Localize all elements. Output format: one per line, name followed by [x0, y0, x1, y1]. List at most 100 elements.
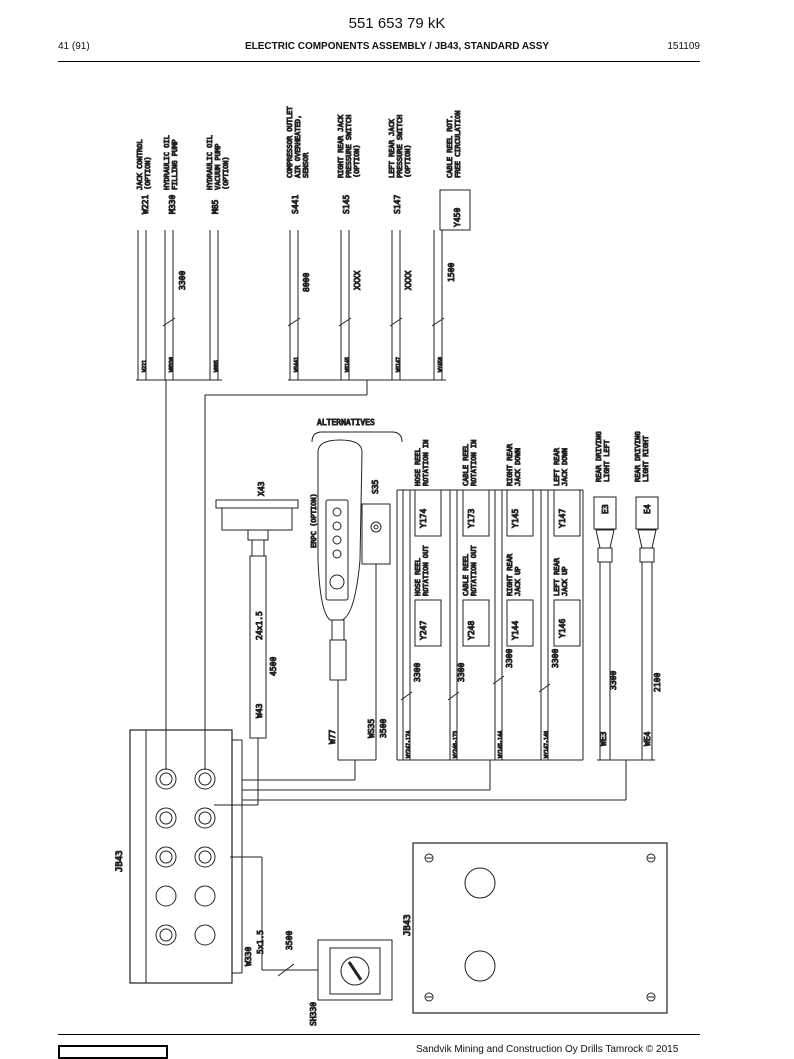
- cable-marker: WS147: [396, 357, 402, 372]
- valve-desc: CABLE REEL: [462, 554, 470, 596]
- light-desc: REAR DRIVING: [634, 431, 642, 482]
- valve-desc: ROTATION IN: [422, 440, 430, 486]
- cable-marker: WY247-174: [406, 731, 412, 758]
- valve-desc: CABLE REEL: [462, 444, 470, 486]
- cable-length: 2100: [653, 673, 662, 692]
- cable-marker: WY147-146: [544, 731, 550, 758]
- valve-label: Y173: [467, 509, 476, 528]
- device-desc: VACUUM PUMP: [214, 144, 222, 190]
- button-label: S35: [371, 479, 380, 494]
- cable-length: 3300: [178, 271, 187, 290]
- device-desc: SENSOR: [302, 152, 310, 178]
- device-desc: (OPTION): [144, 156, 152, 190]
- cable-label: W330: [244, 947, 253, 966]
- alternatives-label: ALTERNATIVES: [317, 418, 375, 427]
- cable-marker: WS441: [294, 357, 300, 372]
- valve-desc: LEFT REAR: [553, 447, 561, 486]
- device-label: Y450: [453, 208, 462, 227]
- device-desc: (OPTION): [404, 144, 412, 178]
- light-desc: LIGHT LEFT: [603, 439, 611, 482]
- valve-group-2: Y173 CABLE REEL ROTATION IN Y248 CABLE R…: [447, 439, 490, 760]
- copyright: Sandvik Mining and Construction Oy Drill…: [416, 1044, 679, 1055]
- cable-marker: WY248-173: [453, 731, 459, 758]
- cable-marker: WM330: [169, 357, 175, 372]
- top-device-m85: M85 HYDRAULIC OIL VACUUM PUMP (OPTION) W…: [206, 135, 231, 380]
- jb43-cover: JB43: [403, 842, 668, 1014]
- device-desc: CABLE REEL ROT.: [446, 115, 454, 178]
- page-title: ELECTRIC COMPONENTS ASSEMBLY / JB43, STA…: [244, 41, 550, 52]
- cable-length: 3300: [413, 663, 422, 682]
- device-desc: LEFT REAR JACK: [388, 118, 396, 178]
- cable-length: 8000: [302, 273, 311, 292]
- valve-desc: LEFT REAR: [553, 557, 561, 596]
- cable-length: XXXX: [353, 271, 362, 290]
- light-desc: REAR DRIVING: [595, 431, 603, 482]
- cable-label: M85: [211, 199, 220, 214]
- date-code: 151109: [667, 41, 700, 52]
- cable-marker: W221: [142, 360, 148, 372]
- cable-marker: WM85: [214, 360, 220, 372]
- valve-desc: ROTATION OUT: [470, 545, 478, 596]
- cable-label: W43: [255, 703, 264, 718]
- top-device-w221: W221 JACK CONTROL (OPTION) W221: [136, 139, 153, 380]
- valve-desc: JACK UP: [514, 566, 522, 596]
- cable-label: WE4: [643, 731, 652, 746]
- document-number: 551 653 79 kK: [348, 15, 446, 32]
- cable-length: 3300: [457, 663, 466, 682]
- header-rule: [58, 61, 700, 62]
- light-desc: LIGHT RIGHT: [642, 435, 650, 482]
- device-desc: HYDRAULIC OIL: [206, 135, 214, 190]
- valve-label: Y144: [511, 621, 520, 640]
- cable-size: 5x1.5: [256, 930, 265, 954]
- valve-label: Y147: [558, 509, 567, 528]
- remote-control: ERPC (OPTION) W77 S35 WS35 3500: [242, 439, 391, 781]
- connector-label: X43: [257, 481, 266, 496]
- switch-label: SH330: [309, 1002, 318, 1026]
- device-desc: PRESSURE SWITCH: [345, 115, 353, 178]
- valve-label: Y145: [511, 509, 520, 528]
- device-desc: JACK CONTROL: [136, 139, 144, 190]
- cable-label: S441: [291, 195, 300, 214]
- valve-group-4: Y147 LEFT REAR JACK DOWN Y146 LEFT REAR …: [538, 447, 581, 760]
- device-desc: PRESSURE SWITCH: [396, 115, 404, 178]
- x43-connector: X43 24x1.5 4500 W43: [214, 481, 299, 806]
- device-desc: COMPRESSOR OUTLET: [286, 106, 294, 178]
- company-logo: [58, 1045, 168, 1059]
- light-label: E4: [643, 504, 652, 514]
- valve-desc: HOSE REEL: [414, 558, 422, 596]
- valve-desc: JACK DOWN: [561, 448, 569, 486]
- cable-length: 3500: [285, 931, 294, 950]
- cable-marker: WY450: [438, 357, 444, 372]
- remote-label: ERPC (OPTION): [310, 493, 318, 548]
- device-desc: FREE CIRCULATION: [454, 111, 462, 178]
- valve-group-1: Y174 HOSE REEL ROTATION IN Y247 HOSE REE…: [400, 439, 442, 760]
- light-e4: REAR DRIVING LIGHT RIGHT E4 2100 WE4: [634, 431, 663, 760]
- page-number: 41 (91): [58, 41, 90, 52]
- cable-size: 24x1.5: [255, 611, 264, 640]
- valve-desc: HOSE REEL: [414, 448, 422, 486]
- junction-box: JB43: [115, 729, 263, 984]
- top-device-m330: M330 HYDRAULIC OIL FILLING PUMP 3300 WM3…: [163, 135, 188, 380]
- device-desc: HYDRAULIC OIL: [163, 135, 171, 190]
- valve-desc: JACK UP: [561, 566, 569, 596]
- valve-desc: JACK DOWN: [514, 448, 522, 486]
- top-device-s441: S441 COMPRESSOR OUTLET AIR OVERHEATED, S…: [286, 105, 312, 380]
- junction-box-label: JB43: [115, 850, 125, 872]
- cable-label: W221: [141, 195, 150, 214]
- cable-label: WE3: [599, 731, 608, 746]
- cable-length: 3300: [551, 649, 560, 668]
- valve-desc: RIGHT REAR: [506, 443, 514, 486]
- cable-length: 1500: [447, 263, 456, 282]
- valve-label: Y248: [467, 621, 476, 640]
- cable-length: 3300: [609, 671, 618, 690]
- cable-length: 4500: [269, 657, 278, 676]
- valve-desc: ROTATION OUT: [422, 545, 430, 596]
- valve-group-3: Y145 RIGHT REAR JACK DOWN Y144 RIGHT REA…: [492, 443, 534, 760]
- cable-length: XXXX: [404, 271, 413, 290]
- cable-label: W77: [328, 729, 337, 744]
- cable-label: M330: [168, 195, 177, 214]
- top-device-s147: S147 LEFT REAR JACK PRESSURE SWITCH (OPT…: [388, 114, 414, 380]
- device-desc: AIR OVERHEATED,: [294, 115, 302, 178]
- device-desc: FILLING PUMP: [171, 139, 179, 190]
- cable-length: 3500: [379, 719, 388, 738]
